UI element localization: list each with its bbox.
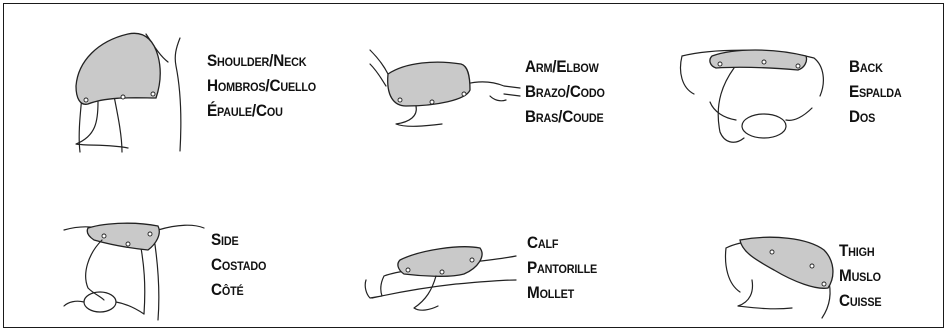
label-line: Dos [849, 104, 902, 129]
shoulder-neck-labels: Shoulder/Neck Hombros/Cuello Épaule/Cou [207, 48, 328, 123]
label-line: Side [211, 227, 266, 252]
label-line: Mollet [527, 280, 597, 305]
shoulder-neck-illustration [68, 26, 198, 156]
label-line: Thigh [839, 238, 881, 263]
label-line: Back [849, 54, 902, 79]
thigh-illustration [712, 226, 842, 324]
label-line: Pantorille [527, 255, 597, 280]
label-line: Shoulder/Neck [207, 48, 316, 73]
label-line: Brazo/Codo [525, 79, 605, 104]
calf-illustration [360, 230, 520, 320]
arm-elbow-illustration [366, 42, 526, 132]
side-illustration [58, 214, 208, 324]
label-line: Côté [211, 277, 266, 302]
label-line: Bras/Coude [525, 104, 605, 129]
label-line: Costado [211, 252, 266, 277]
back-illustration [674, 42, 829, 162]
calf-labels: Calf Pantorille Mollet [527, 230, 605, 305]
label-line: Arm/Elbow [525, 54, 605, 79]
label-line: Espalda [849, 79, 902, 104]
thigh-labels: Thigh Muslo Cuisse [839, 238, 886, 313]
label-line: Calf [527, 230, 597, 255]
back-labels: Back Espalda Dos [849, 54, 907, 129]
label-line: Muslo [839, 263, 881, 288]
arm-elbow-labels: Arm/Elbow Brazo/Codo Bras/Coude [525, 54, 614, 129]
label-line: Cuisse [839, 288, 881, 313]
placement-guide-panel: Shoulder/Neck Hombros/Cuello Épaule/Cou … [3, 3, 944, 328]
label-line: Hombros/Cuello [207, 73, 316, 98]
side-labels: Side Costado Côté [211, 227, 272, 302]
label-line: Épaule/Cou [207, 98, 316, 123]
